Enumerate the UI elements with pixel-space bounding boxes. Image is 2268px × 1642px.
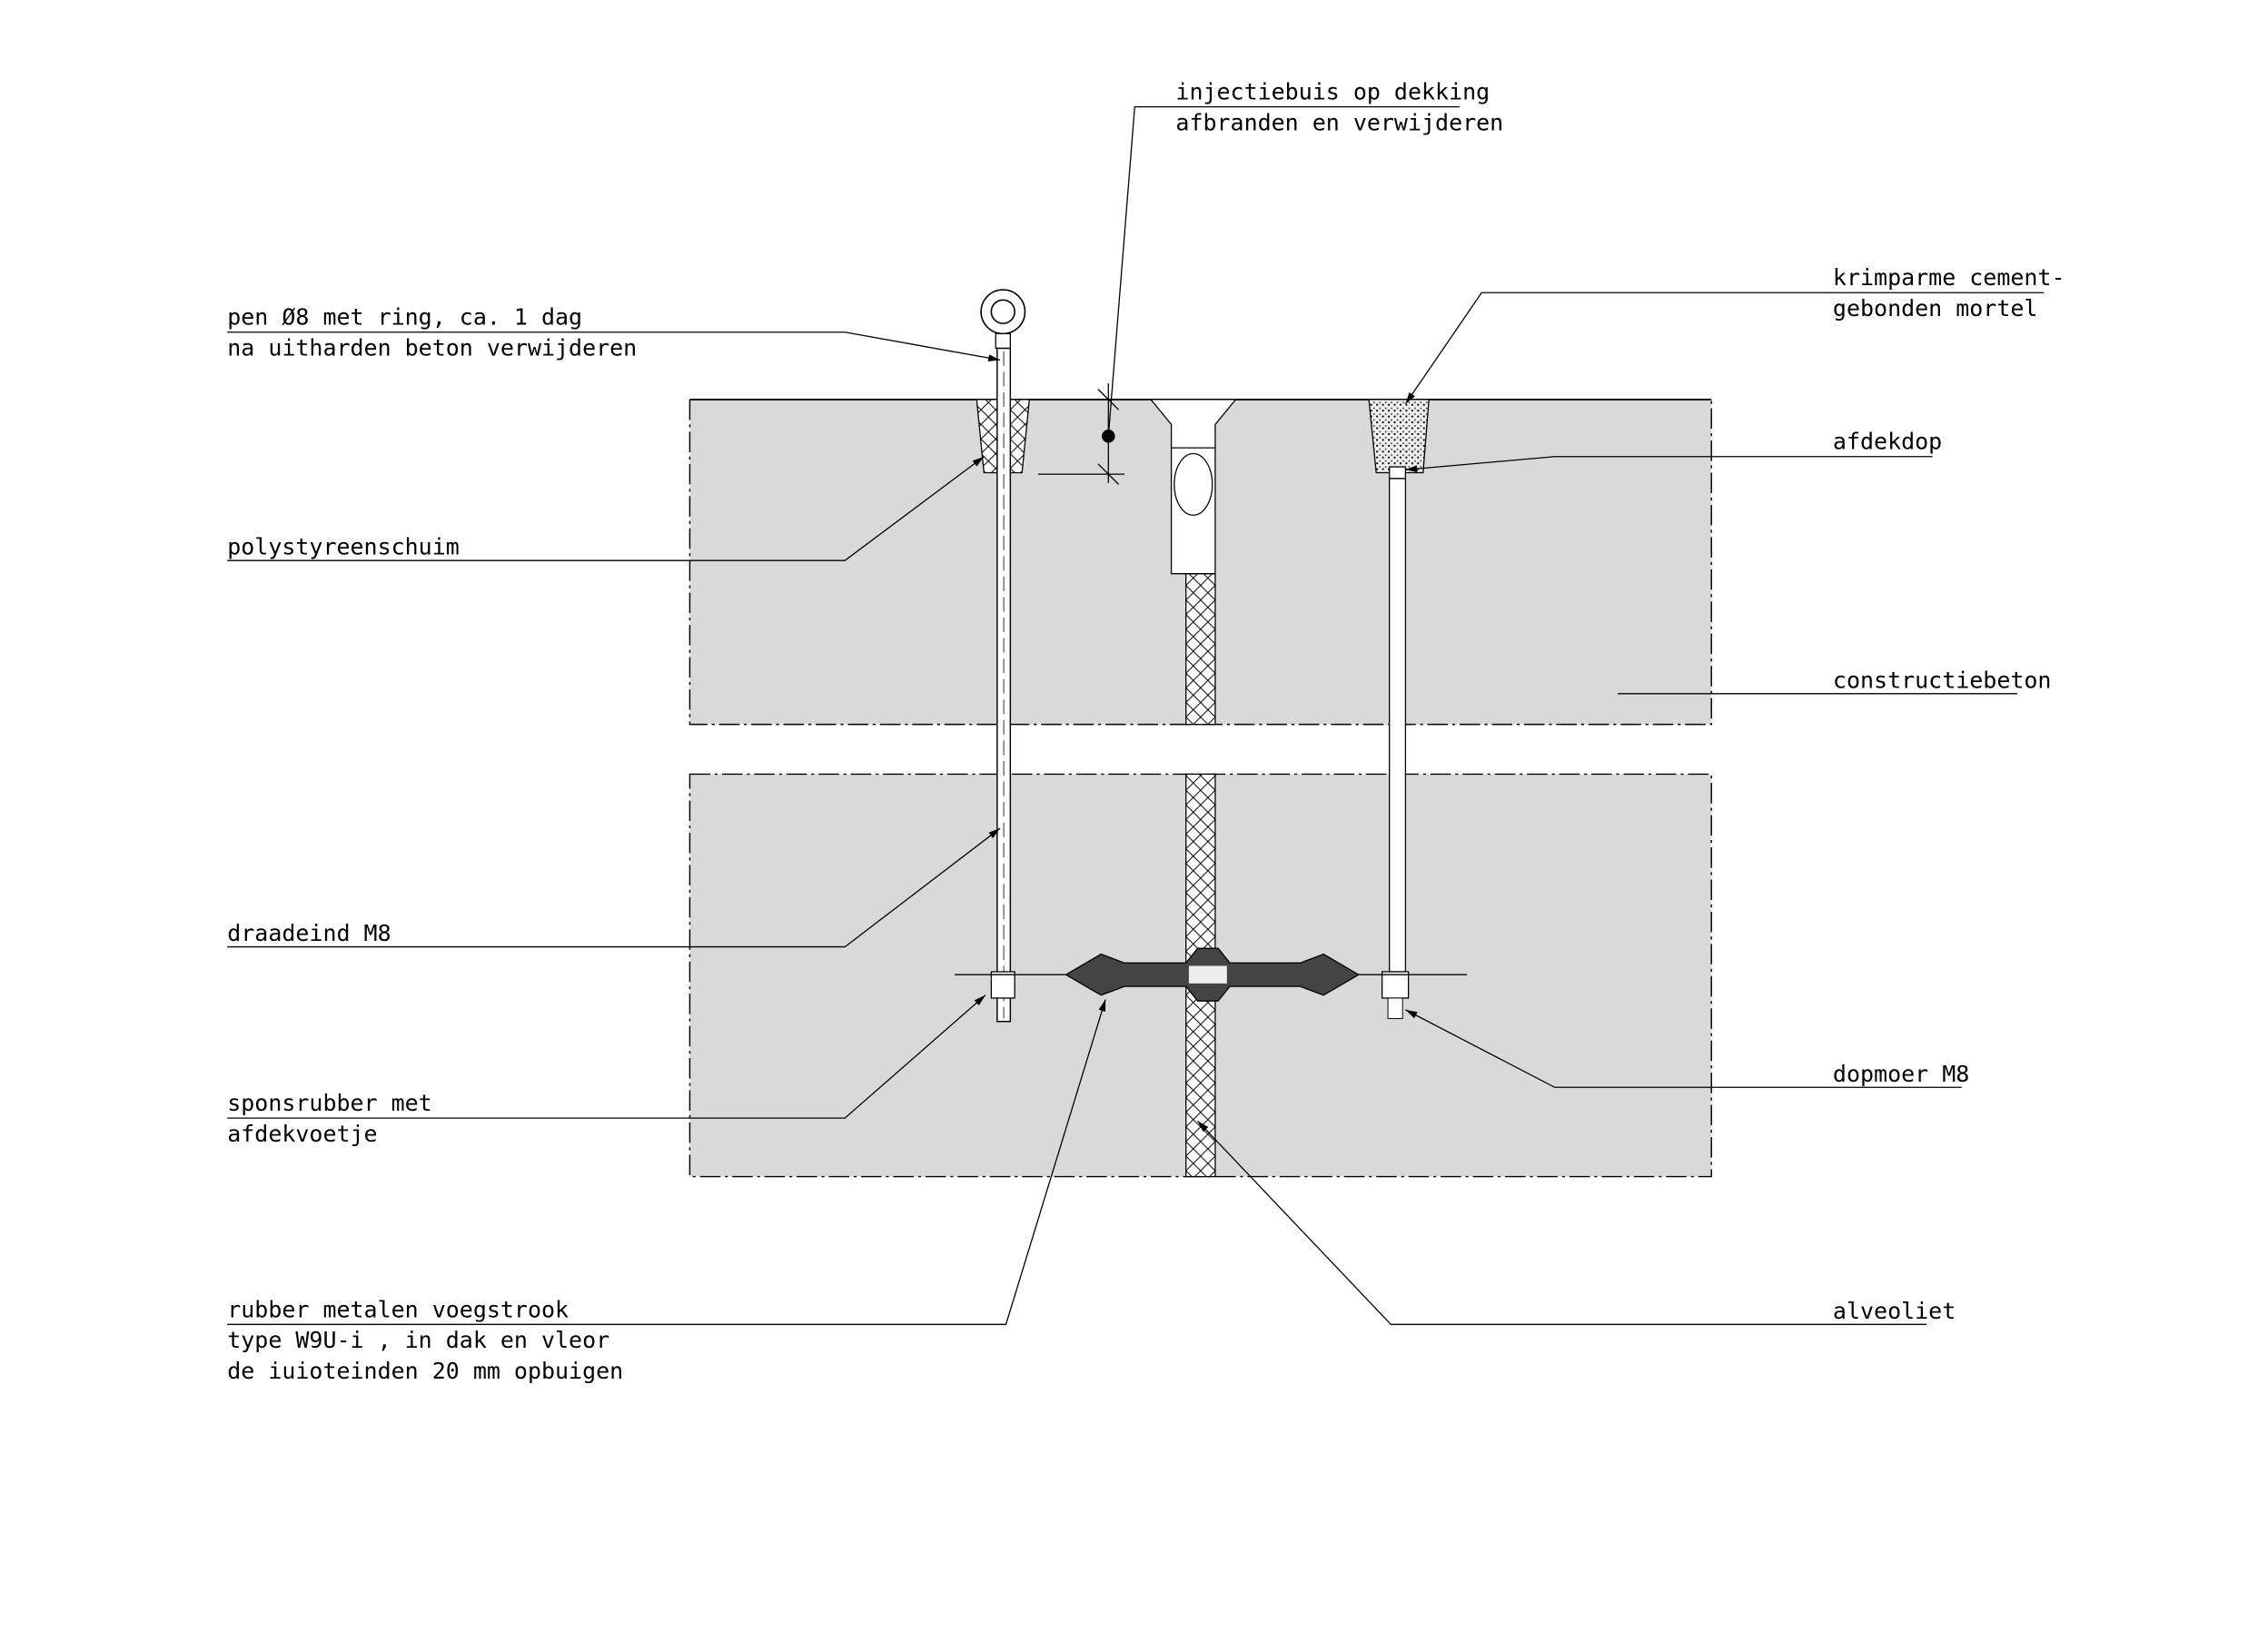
label-waterstop-2: type W9U-i , in dak en vleor <box>227 1327 609 1353</box>
leader-lines <box>227 105 2044 1325</box>
right-pin-with-cap <box>1368 399 1430 1020</box>
label-injection-tube-1: injectiebuis op dekking <box>1175 79 1490 105</box>
rubber-metal-waterstop <box>955 947 1468 1002</box>
alveolit-strip-upper <box>1185 573 1216 726</box>
label-polystyrene: polystyreenschuim <box>227 534 460 560</box>
label-waterstop-1: rubber metalen voegstrook <box>227 1296 569 1322</box>
injection-tube <box>1149 399 1237 575</box>
label-concrete: constructiebeton <box>1833 667 2052 693</box>
label-pin-2: na uitharden beton verwijderen <box>227 335 637 361</box>
label-alveolit: alveoliet <box>1833 1298 1956 1324</box>
label-mortar-1: krimparme cement- <box>1833 264 2065 291</box>
label-pin-1: pen Ø8 met ring, ca. 1 dag <box>227 304 582 331</box>
label-threaded-end: draadeind M8 <box>227 920 391 946</box>
label-waterstop-3: de iuioteinden 20 mm opbuigen <box>227 1358 623 1384</box>
label-mortar-2: gebonden mortel <box>1833 295 2038 321</box>
label-cap: afdekdop <box>1833 429 1942 455</box>
label-sponge-rubber-1: sponsrubber met <box>227 1090 431 1116</box>
label-sponge-rubber-2: afdekvoetje <box>227 1121 377 1147</box>
label-cap-nut: dopmoer M8 <box>1833 1061 1969 1087</box>
label-injection-tube-2: afbranden en verwijderen <box>1175 109 1503 135</box>
left-pin-with-ring <box>976 289 1030 1023</box>
